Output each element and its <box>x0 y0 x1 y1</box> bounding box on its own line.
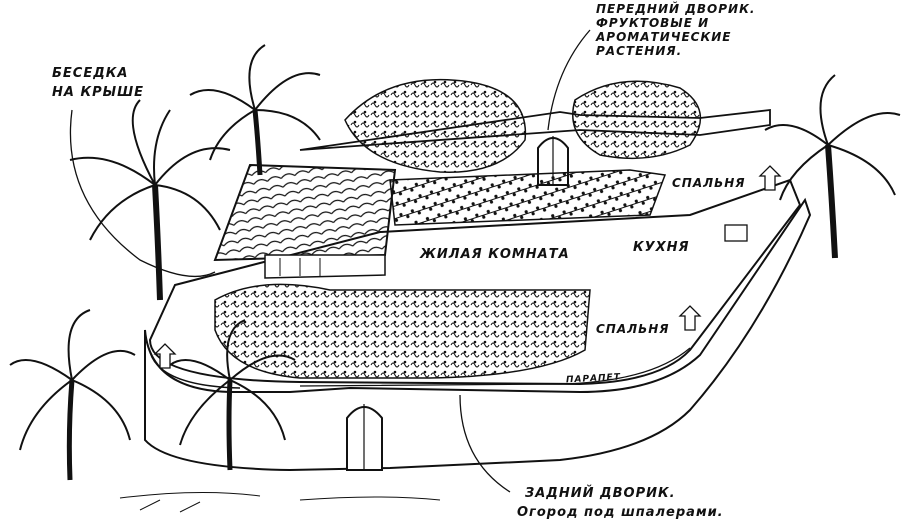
label-rooftop-gazebo-line2: НА КРЫШЕ <box>52 85 145 100</box>
vent-arrow-bedroom <box>678 305 702 331</box>
label-front-yard-line4: РАСТЕНИЯ. <box>596 44 683 58</box>
vent-arrow-left <box>153 343 177 369</box>
label-back-yard-line1: ЗАДНИЙ ДВОРИК. <box>525 486 676 501</box>
label-front-yard-line1: ПЕРЕДНИЙ ДВОРИК. <box>596 2 756 16</box>
gazebo-roof <box>213 163 397 262</box>
label-living-room: ЖИЛАЯ КОМНАТА <box>420 247 570 262</box>
label-back-yard: ЗАДНИЙ ДВОРИК. Огород под шпалерами. <box>517 484 724 522</box>
palm-tree-top <box>189 44 321 176</box>
label-front-yard-line3: АРОМАТИЧЕСКИЕ <box>596 30 732 44</box>
rear-shrubs <box>344 78 527 173</box>
gazebo-wall <box>264 254 386 279</box>
palm-tree-bottom-left <box>9 309 136 481</box>
leader-back-yard <box>459 394 511 493</box>
label-rooftop-gazebo-line1: БЕСЕДКА <box>52 66 129 81</box>
stove-block <box>724 224 748 242</box>
palm-tree-bottom <box>169 319 296 471</box>
back-garden <box>214 283 591 379</box>
label-bedroom-top: СПАЛЬНЯ <box>672 176 746 190</box>
label-back-yard-line2: Огород под шпалерами. <box>517 505 724 520</box>
label-kitchen: КУХНЯ <box>633 240 690 255</box>
label-bedroom-bottom: СПАЛЬНЯ <box>596 322 670 336</box>
label-front-yard-line2: ФРУКТОВЫЕ И <box>596 16 710 30</box>
palm-tree-left <box>69 99 231 301</box>
leader-front-yard <box>547 29 591 131</box>
label-rooftop-gazebo: БЕСЕДКА НА КРЫШЕ <box>52 64 144 102</box>
front-shrubs <box>572 80 702 160</box>
front-garden <box>389 169 667 226</box>
vent-arrow-top <box>758 165 782 191</box>
leader-gazebo <box>69 109 216 278</box>
palm-tree-right <box>764 74 901 259</box>
label-front-yard: ПЕРЕДНИЙ ДВОРИК. ФРУКТОВЫЕ И АРОМАТИЧЕСК… <box>596 2 755 58</box>
